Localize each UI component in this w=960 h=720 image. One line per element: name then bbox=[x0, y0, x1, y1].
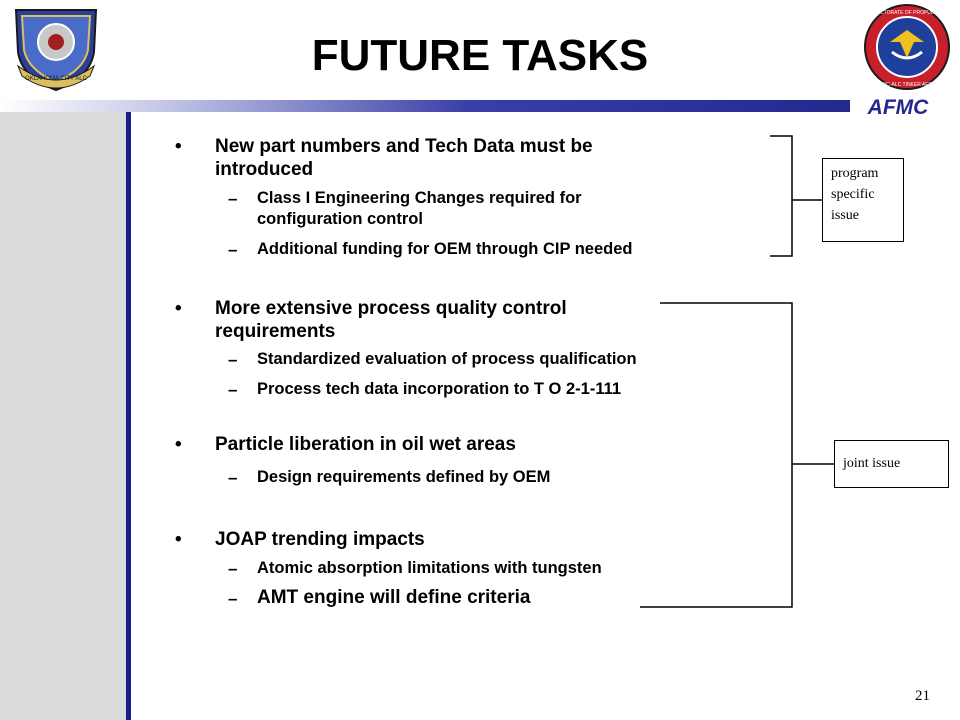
sub-bullet-dash: – bbox=[228, 380, 238, 399]
seal-top-text: DIRECTORATE OF PROPULSION bbox=[868, 10, 946, 16]
directorate-of-propulsion-seal-logo: DIRECTORATE OF PROPULSION OC-ALC TINKER … bbox=[864, 4, 950, 90]
sub-bullet-4-2: AMT engine will define criteria bbox=[257, 587, 531, 608]
program-specific-issue-note: program specific issue bbox=[822, 158, 904, 242]
note-line: specific bbox=[831, 187, 875, 202]
program-bracket bbox=[770, 135, 793, 257]
sub-bullet-1-2: Additional funding for OEM through CIP n… bbox=[257, 240, 633, 258]
bullet-4-text: JOAP trending impacts bbox=[215, 529, 425, 550]
bullet-marker: • bbox=[175, 298, 182, 319]
shield-ribbon-text: OKLAHOMA CITY ALC bbox=[25, 76, 88, 82]
bullet-3-text: Particle liberation in oil wet areas bbox=[215, 434, 516, 455]
note-line: issue bbox=[831, 208, 859, 223]
sub-bullet-2-1: Standardized evaluation of process quali… bbox=[257, 350, 637, 368]
bullet-2-text-line1: More extensive process quality control bbox=[215, 298, 567, 319]
sub-bullet-3-1: Design requirements defined by OEM bbox=[257, 468, 551, 486]
sub-bullet-dash: – bbox=[228, 468, 238, 487]
sub-bullet-1-1-line2: configuration control bbox=[257, 210, 423, 228]
joint-bracket bbox=[640, 302, 793, 608]
joint-issue-note: joint issue bbox=[834, 440, 949, 488]
sub-bullet-4-1: Atomic absorption limitations with tungs… bbox=[257, 559, 602, 577]
sub-bullet-2-2: Process tech data incorporation to T O 2… bbox=[257, 380, 622, 398]
bullet-marker: • bbox=[175, 434, 182, 455]
page-number: 21 bbox=[915, 688, 930, 704]
slide-title: FUTURE TASKS bbox=[311, 31, 649, 80]
bullet-marker: • bbox=[175, 529, 182, 550]
sub-bullet-dash: – bbox=[228, 559, 238, 578]
note-line: program bbox=[831, 166, 879, 181]
afmc-wordmark: AFMC bbox=[867, 96, 929, 118]
bullet-2-text-line2: requirements bbox=[215, 321, 336, 342]
note-line: joint issue bbox=[843, 456, 901, 471]
sub-bullet-dash: – bbox=[228, 350, 238, 369]
header-gradient-bar bbox=[0, 100, 850, 112]
afmc-logo: AFMC bbox=[867, 96, 929, 118]
sub-bullet-1-1-line1: Class I Engineering Changes required for bbox=[257, 189, 582, 207]
sidebar-divider bbox=[126, 112, 131, 720]
bullet-marker: • bbox=[175, 136, 182, 157]
sub-bullet-dash: – bbox=[228, 589, 238, 608]
bullet-1-text-line1: New part numbers and Tech Data must be bbox=[215, 136, 593, 157]
sub-bullet-dash: – bbox=[228, 189, 238, 208]
seal-bottom-text: OC-ALC TINKER AFB bbox=[882, 82, 932, 88]
left-sidebar-panel bbox=[0, 112, 126, 720]
oklahoma-alc-shield-logo: OKLAHOMA CITY ALC bbox=[14, 9, 98, 92]
sub-bullet-dash: – bbox=[228, 240, 238, 259]
bullet-1-text-line2: introduced bbox=[215, 159, 314, 180]
